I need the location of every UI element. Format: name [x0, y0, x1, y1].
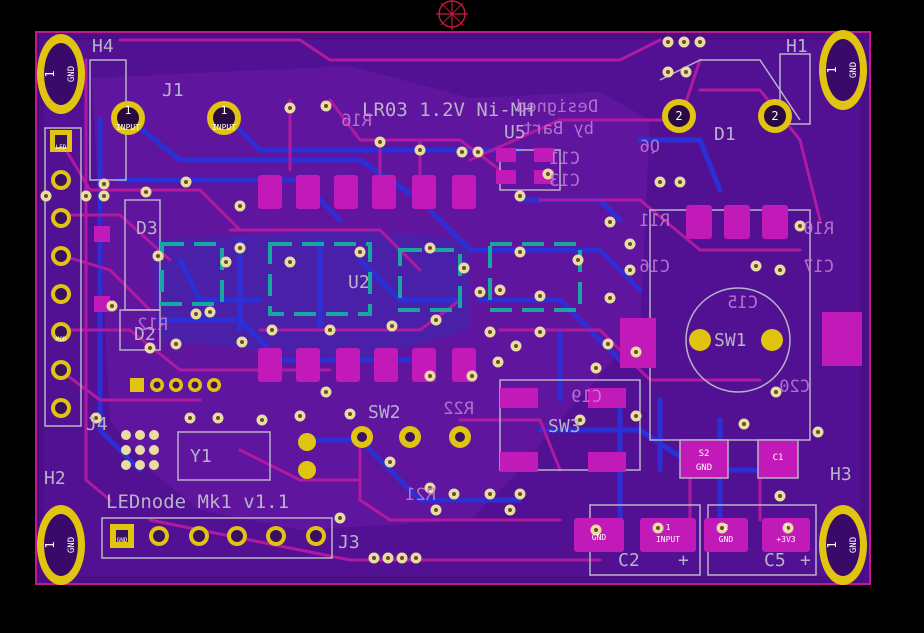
- pwr-pad-gnd-1: GND: [592, 533, 607, 542]
- label-c5: C5: [764, 550, 786, 571]
- j4-header[interactable]: [50, 130, 72, 418]
- pwr-pad-3v3-num: 1: [784, 523, 789, 532]
- label-u5: U5: [504, 122, 526, 143]
- label-c11: C11: [549, 149, 580, 169]
- designer-line-1: Designed: [516, 97, 598, 117]
- h3-pad-gnd: GND: [849, 537, 859, 553]
- label-sw3: SW3: [548, 416, 581, 437]
- label-d2: D2: [134, 324, 156, 345]
- label-sw1: SW1: [714, 330, 747, 351]
- label-h2: H2: [44, 468, 66, 489]
- label-r21: R21: [405, 485, 436, 505]
- h2-pad-num: 1: [43, 541, 57, 548]
- label-r11: R11: [639, 211, 670, 231]
- j4-pad6-label: MOD: [56, 336, 67, 343]
- h4-pad-num: 1: [43, 70, 57, 77]
- label-plus-2: +: [800, 550, 811, 571]
- label-j3: J3: [338, 532, 360, 553]
- label-r10: R10: [803, 219, 834, 239]
- designer-line-2: by Bart: [522, 119, 594, 139]
- h2-pad-gnd: GND: [67, 537, 77, 553]
- pwr-pad-gnd-2: GND: [719, 535, 734, 544]
- h4-pad-gnd: GND: [67, 66, 77, 82]
- label-r22: R22: [443, 399, 474, 419]
- u5-ic[interactable]: [496, 148, 554, 184]
- smd-resistors-bottom[interactable]: [258, 348, 476, 382]
- j1-pad1-num: 1: [125, 104, 132, 117]
- c1-label: C1: [773, 453, 784, 463]
- label-h4: H4: [92, 36, 114, 57]
- sw3-pads[interactable]: [500, 388, 626, 472]
- s2-c1-pads[interactable]: [679, 439, 799, 479]
- label-c15: C15: [727, 293, 758, 313]
- board-name: LEDnode Mk1 v1.1: [106, 491, 289, 513]
- via-array: [121, 430, 159, 470]
- label-c16: C16: [639, 257, 670, 277]
- battery-note: LR03 1.2V Ni-MH: [362, 99, 534, 121]
- j1-pad2-label: INPUT: [212, 123, 236, 132]
- j4-pad1-label: LED: [56, 144, 67, 151]
- h3-pad-num: 1: [825, 541, 839, 548]
- label-plus-1: +: [678, 550, 689, 571]
- label-c20: C20: [779, 377, 810, 397]
- courtyard-outlines: [160, 242, 582, 316]
- power-pads[interactable]: [574, 518, 810, 552]
- label-r16: R16: [341, 111, 372, 131]
- label-sw2: SW2: [368, 402, 401, 423]
- led-pads-left[interactable]: [94, 226, 110, 312]
- label-c19: C19: [571, 387, 602, 407]
- sw1-pads[interactable]: [620, 312, 862, 368]
- j3-pad1-label: GND: [117, 537, 128, 544]
- label-h3: H3: [830, 464, 852, 485]
- s2-gnd-label: GND: [696, 463, 712, 473]
- s2-label: S2: [699, 449, 710, 459]
- label-c13: C13: [549, 171, 580, 191]
- label-y1: Y1: [190, 446, 212, 467]
- y1-crystal-pads[interactable]: [298, 433, 316, 479]
- pwr-pad-input: INPUT: [656, 535, 680, 544]
- sw2-pads[interactable]: [351, 426, 471, 448]
- h1-pad-gnd: GND: [849, 62, 859, 78]
- label-j1: J1: [162, 80, 184, 101]
- pwr-pad-gnd-num: 2: [724, 523, 729, 532]
- label-q6: Q6: [640, 137, 660, 157]
- prog-header[interactable]: [130, 378, 221, 392]
- battery-pad2-num: 2: [771, 109, 778, 123]
- label-h1: H1: [786, 36, 808, 57]
- label-j4: J4: [86, 414, 108, 435]
- j3-header[interactable]: [110, 524, 326, 548]
- j1-pad2-num: 1: [221, 104, 228, 117]
- label-d1: D1: [714, 124, 736, 145]
- h1-pad-num: 1: [825, 66, 839, 73]
- bottom-copper-traces: [97, 117, 783, 533]
- label-c17: C17: [803, 257, 834, 277]
- fiducial-icon: [436, 0, 468, 30]
- j1-pad1-label: INPUT: [116, 123, 140, 132]
- pwr-pad-3v3: +3V3: [776, 535, 795, 544]
- battery-pad1-num: 2: [675, 109, 682, 123]
- smd-resistors-top[interactable]: [258, 175, 476, 209]
- label-u2: U2: [348, 272, 370, 293]
- smd-caps-right[interactable]: [686, 205, 788, 239]
- label-c2: C2: [618, 550, 640, 571]
- label-r12: R12: [137, 315, 168, 335]
- label-d3: D3: [136, 218, 158, 239]
- pwr-pad-input-num: 1: [666, 523, 671, 532]
